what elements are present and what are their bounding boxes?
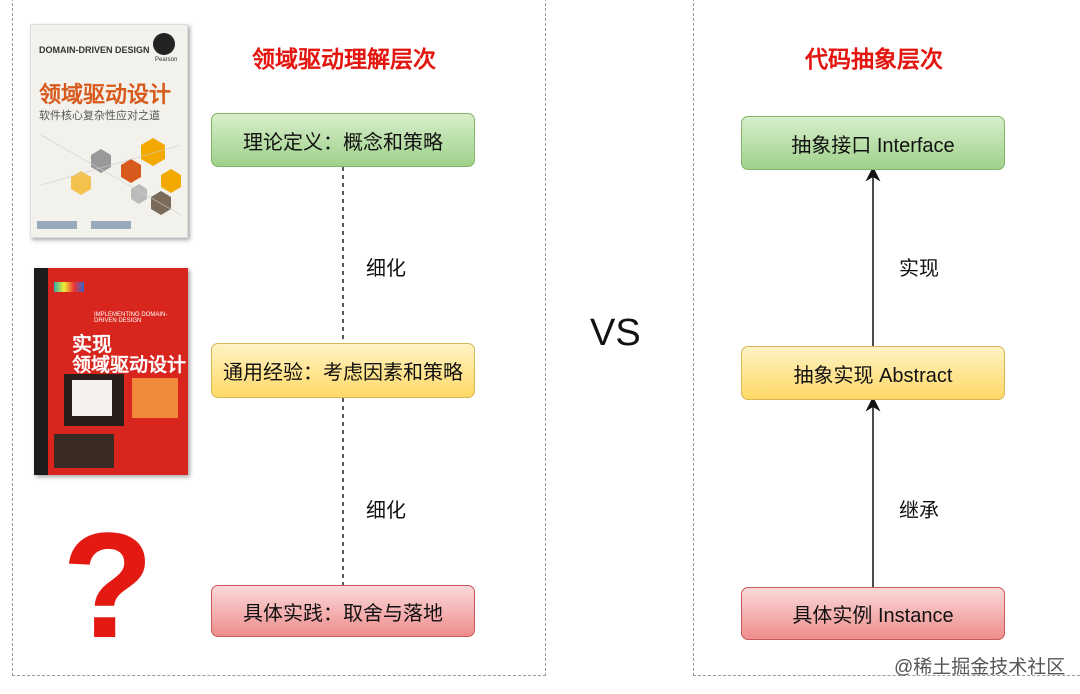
- connector-label-inherits: 继承: [899, 500, 939, 522]
- book2-art-light: [72, 380, 112, 416]
- question-mark: ?: [62, 501, 154, 669]
- book1-en-title: DOMAIN-DRIVEN DESIGN: [39, 45, 150, 55]
- left-panel: [12, 0, 546, 676]
- level-label: 抽象接口 Interface: [791, 134, 955, 157]
- pearson-logo: [153, 33, 175, 55]
- connector-label-refine: 细化: [366, 500, 406, 522]
- book1-subtitle: 软件核心复杂性应对之道: [39, 110, 160, 122]
- level-box-theory: 理论定义：概念和策略: [211, 113, 475, 167]
- book2-spine: [34, 268, 48, 475]
- book-cover-ddd: DOMAIN-DRIVEN DESIGN Pearson 领域驱动设计 软件核心…: [30, 24, 188, 238]
- right-panel: [693, 0, 1080, 676]
- book2-title-line1: 实现: [72, 334, 112, 356]
- level-box-instance: 具体实例 Instance: [741, 587, 1005, 640]
- level-box-abstract: 抽象实现 Abstract: [741, 346, 1005, 400]
- book2-en-title: IMPLEMENTING DOMAIN-DRIVEN DESIGN: [94, 312, 168, 324]
- book-cover-iddd: IMPLEMENTING DOMAIN-DRIVEN DESIGN 实现 领域驱…: [34, 268, 188, 475]
- book1-publisher: Pearson: [155, 57, 178, 63]
- left-title: 领域驱动理解层次: [252, 46, 436, 72]
- vs-label: VS: [590, 312, 641, 354]
- right-title: 代码抽象层次: [805, 46, 943, 72]
- connector-label-implements: 实现: [899, 258, 939, 280]
- book2-title-line2: 领域驱动设计: [72, 355, 187, 376]
- level-label: 理论定义：概念和策略: [243, 131, 443, 154]
- level-box-experience: 通用经验：考虑因素和策略: [211, 343, 475, 398]
- level-box-practice: 具体实践：取舍与落地: [211, 585, 475, 637]
- level-box-interface: 抽象接口 Interface: [741, 116, 1005, 170]
- book1-cn-title: 领域驱动设计: [39, 83, 172, 108]
- level-label: 具体实践：取舍与落地: [243, 602, 443, 625]
- book2-art-orange: [132, 378, 178, 418]
- book1-hexagon-pattern: [37, 134, 182, 229]
- book2-art-bottom: [54, 434, 114, 468]
- book2-series-logo: [54, 282, 84, 292]
- connector-label-refine: 细化: [366, 258, 406, 280]
- level-label: 通用经验：考虑因素和策略: [223, 362, 463, 384]
- level-label: 具体实例 Instance: [792, 605, 954, 627]
- level-label: 抽象实现 Abstract: [793, 364, 953, 387]
- watermark: @稀土掘金技术社区: [894, 657, 1066, 678]
